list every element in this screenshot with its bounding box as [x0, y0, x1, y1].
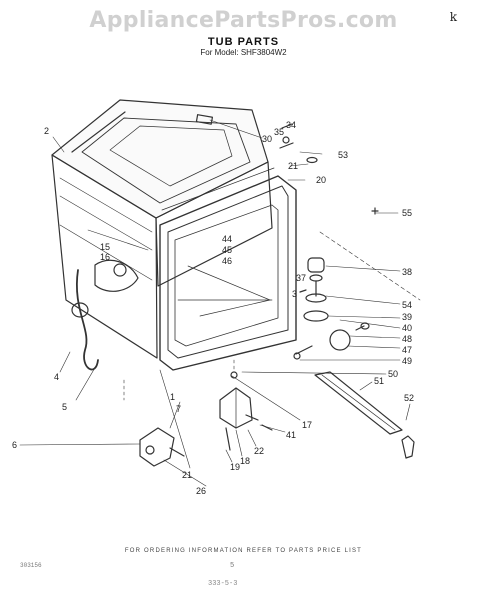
callout-39: 39: [402, 312, 412, 322]
callout-35: 35: [274, 127, 284, 137]
left-side-components: [71, 229, 149, 371]
footer-doc-number: 303156: [20, 562, 42, 569]
callout-22: 22: [254, 446, 264, 456]
ordering-note: FOR ORDERING INFORMATION REFER TO PARTS …: [124, 548, 363, 554]
callout-7: 7: [176, 404, 181, 414]
tub-body: [51, 99, 275, 359]
corner-mark: k: [449, 10, 457, 24]
callout-4: 4: [54, 372, 59, 382]
callout-30: 30: [262, 134, 272, 144]
footer-code: 333-5-3: [208, 580, 238, 588]
callout-15: 15: [100, 242, 110, 252]
callout-3: 3: [292, 289, 297, 299]
model-subtitle: For Model: SHF3804W2: [200, 48, 287, 57]
callout-52: 52: [404, 393, 414, 403]
callout-53: 53: [338, 150, 348, 160]
callout-labels: 2 30 35 34 53 21 20 55 44 45 46 15 16 38…: [12, 120, 414, 496]
callout-41: 41: [286, 430, 296, 440]
callout-2: 2: [44, 126, 49, 136]
callout-46: 46: [222, 256, 232, 266]
callout-6: 6: [12, 440, 17, 450]
footer-page-number: 5: [230, 562, 235, 570]
callout-21-bottom: 21: [182, 470, 192, 480]
callout-55: 55: [402, 208, 412, 218]
callout-40: 40: [402, 323, 412, 333]
callout-50: 50: [388, 369, 398, 379]
callout-1: 1: [170, 392, 175, 402]
callout-51: 51: [374, 376, 384, 386]
callout-20: 20: [316, 175, 326, 185]
callout-38: 38: [402, 267, 412, 277]
callout-18: 18: [240, 456, 250, 466]
callout-44: 44: [222, 234, 232, 244]
callout-19: 19: [230, 462, 240, 472]
lower-parts: [139, 371, 273, 467]
callout-26: 26: [196, 486, 206, 496]
callout-54: 54: [402, 300, 412, 310]
callout-5: 5: [62, 402, 67, 412]
leader-lines: [19, 119, 421, 487]
callout-17: 17: [302, 420, 312, 430]
pump-assembly: [293, 257, 370, 360]
door-gasket: [159, 175, 297, 371]
callout-48: 48: [402, 334, 412, 344]
support-rail: [314, 371, 415, 459]
diagram-title: TUB PARTS: [207, 36, 280, 48]
watermark: AppliancePartsPros.com: [89, 8, 398, 33]
callout-49: 49: [402, 356, 412, 366]
callout-21-top: 21: [288, 161, 298, 171]
callout-37: 37: [296, 273, 306, 283]
callout-34: 34: [286, 120, 296, 130]
callout-47: 47: [402, 345, 412, 355]
callout-16: 16: [100, 252, 110, 262]
callout-45: 45: [222, 245, 232, 255]
